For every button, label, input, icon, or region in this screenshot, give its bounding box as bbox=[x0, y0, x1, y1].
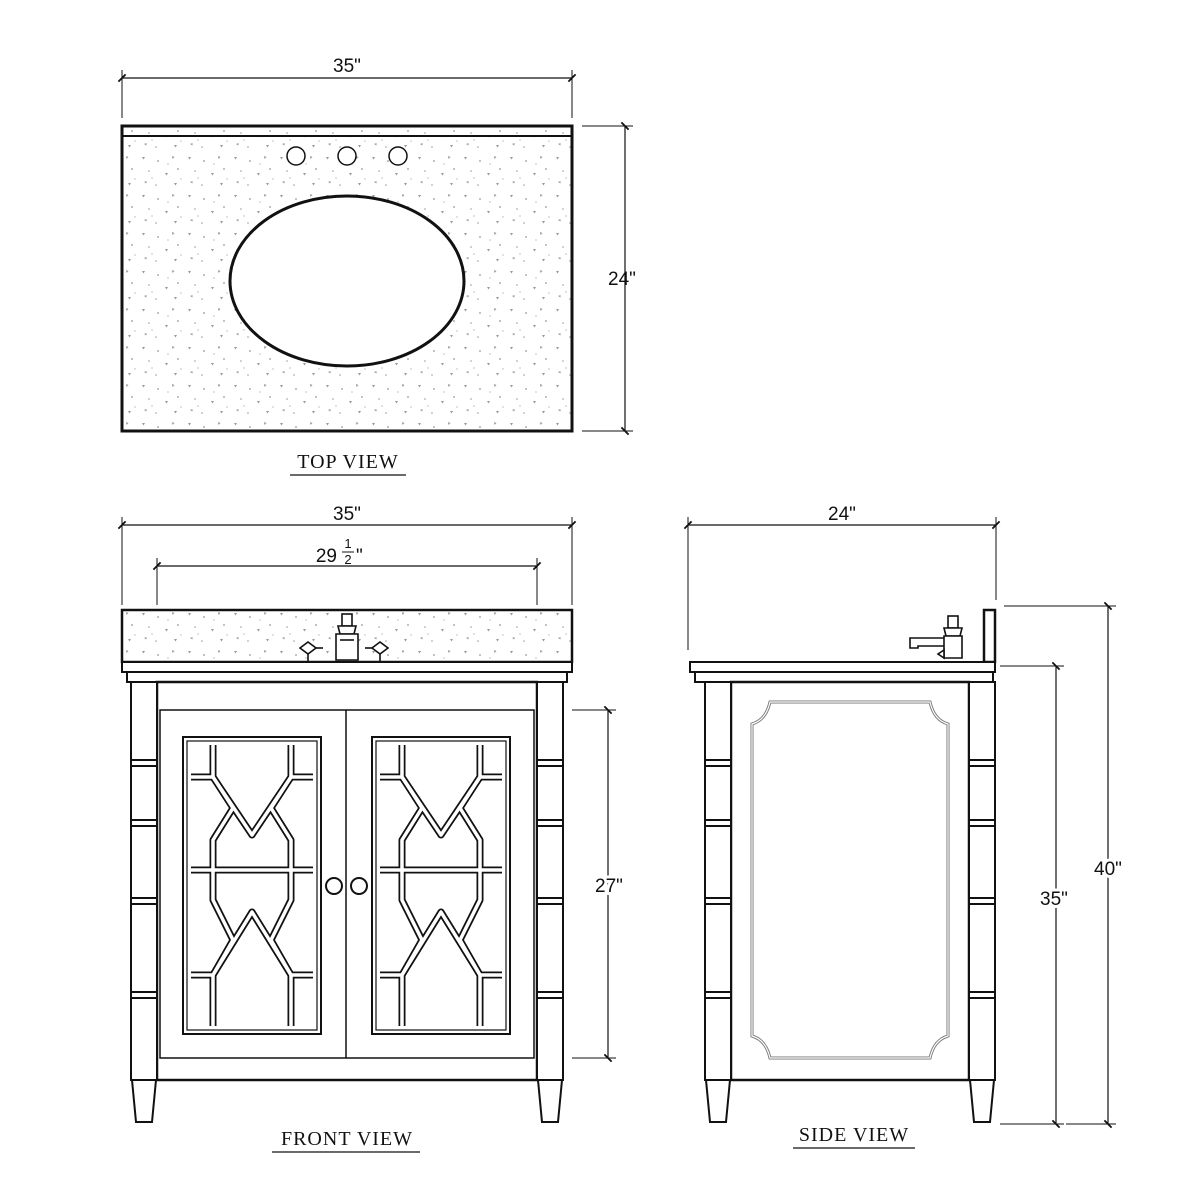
inner-width-denominator: 2 bbox=[344, 552, 351, 567]
top-view-title: TOP VIEW bbox=[297, 451, 399, 473]
right-leg-side bbox=[968, 681, 996, 1123]
left-door-knob bbox=[325, 877, 343, 895]
inner-width-inch-mark: " bbox=[356, 546, 363, 567]
cabinet-height-label: 35" bbox=[1040, 889, 1068, 910]
right-leg-front bbox=[536, 681, 564, 1123]
side-view-title: SIDE VIEW bbox=[799, 1124, 909, 1146]
inner-width-whole: 29 bbox=[316, 546, 337, 567]
faucet-hole-right bbox=[388, 146, 408, 166]
faucet-side bbox=[909, 615, 964, 660]
door-height-label: 27" bbox=[595, 876, 623, 897]
sink-bowl bbox=[228, 194, 466, 368]
total-height-label: 40" bbox=[1094, 859, 1122, 880]
top-view: 35" 24" TOP VIEW bbox=[117, 56, 636, 476]
side-depth-label: 24" bbox=[828, 504, 856, 525]
left-door-panel bbox=[182, 736, 322, 1035]
backsplash bbox=[982, 608, 997, 664]
inner-width-numerator: 1 bbox=[344, 536, 351, 551]
faucet-front bbox=[298, 613, 390, 661]
faucet-hole-center bbox=[337, 146, 357, 166]
right-door-panel bbox=[371, 736, 511, 1035]
front-view: 35" 29 1 2 " bbox=[117, 504, 626, 1153]
side-view: 24" bbox=[683, 504, 1125, 1149]
left-leg-front bbox=[130, 681, 158, 1123]
countertop-side bbox=[689, 661, 996, 673]
top-depth-label: 24" bbox=[608, 269, 636, 290]
cabinet-side-body bbox=[729, 680, 971, 1082]
front-view-title: FRONT VIEW bbox=[281, 1128, 413, 1150]
left-leg-side bbox=[704, 681, 732, 1123]
faucet-hole-left bbox=[286, 146, 306, 166]
top-width-label: 35" bbox=[333, 56, 361, 77]
right-door-knob bbox=[350, 877, 368, 895]
front-width-label: 35" bbox=[333, 504, 361, 525]
